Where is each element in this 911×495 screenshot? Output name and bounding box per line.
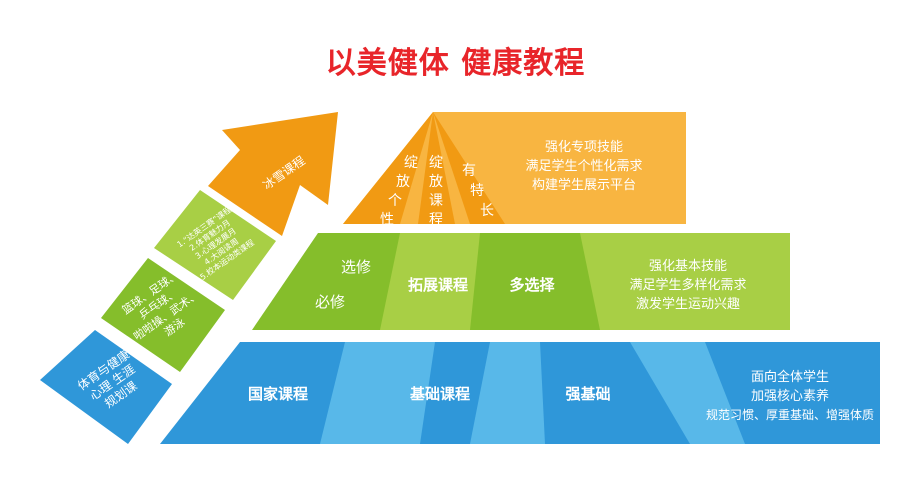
top-label-1-char-1: 绽 xyxy=(404,155,418,171)
top-label-3-char-2: 特 xyxy=(470,183,484,199)
top-label-2-char-2: 放 xyxy=(429,174,443,190)
top-label-2-char-4: 程 xyxy=(429,212,443,228)
top-label-2-char-3: 课 xyxy=(429,193,443,209)
top-desc-line-2: 满足学生个性化需求 xyxy=(525,158,642,174)
top-label-3-char-3: 长 xyxy=(480,203,494,219)
middle-course-label: 拓展课程 xyxy=(408,276,468,294)
top-tier-fan-1 xyxy=(343,112,433,224)
bottom-national-label: 国家课程 xyxy=(248,385,308,403)
bottom-tier-labels: 国家课程 基础课程 强基础 面向全体学生 加强核心素养 规范习惯、厚重基础、增强… xyxy=(248,369,874,422)
top-tier-fan-2 xyxy=(418,112,455,224)
bottom-desc-line-3: 规范习惯、厚重基础、增强体质 xyxy=(706,407,874,422)
top-label-2-char-1: 绽 xyxy=(429,155,443,171)
top-tier-labels: 绽 放 个 性 绽 放 课 程 有 特 长 强化专项技能 满足学生个性化需求 构… xyxy=(380,140,643,228)
top-tier-fan-3 xyxy=(433,112,505,224)
top-label-1-char-3: 个 xyxy=(388,193,402,209)
middle-desc-line-1: 强化基本技能 xyxy=(649,259,727,274)
page-title: 以美健体 健康教程 xyxy=(325,46,586,81)
top-label-3-char-1: 有 xyxy=(462,163,476,179)
bottom-tier-band-1 xyxy=(320,342,435,444)
arrow-step-4-shape xyxy=(208,112,338,236)
middle-required-label: 必修 xyxy=(315,293,345,311)
arrow-step-2-shape xyxy=(101,258,225,372)
bottom-desc-line-2: 加强核心素养 xyxy=(751,388,829,404)
top-tier xyxy=(343,112,686,224)
middle-tier-band-1 xyxy=(380,233,480,330)
middle-tier xyxy=(252,233,790,330)
bottom-basic-label: 基础课程 xyxy=(409,385,470,403)
middle-tier-labels: 选修 必修 拓展课程 多选择 强化基本技能 满足学生多样化需求 激发学生运动兴趣 xyxy=(315,258,747,312)
top-desc-line-3: 构建学生展示平台 xyxy=(532,177,636,193)
top-label-3: 有 特 长 xyxy=(462,163,494,219)
middle-desc-line-2: 满足学生多样化需求 xyxy=(629,277,746,293)
top-desc-line-1: 强化专项技能 xyxy=(545,140,623,155)
arrow-step-1-shape xyxy=(40,330,172,444)
arrow-step-3-shape xyxy=(154,190,276,300)
middle-choice-label: 多选择 xyxy=(509,276,555,294)
top-label-1-char-4: 性 xyxy=(380,212,394,228)
top-label-1: 绽 放 个 性 xyxy=(380,155,418,228)
middle-elective-label: 选修 xyxy=(341,258,371,276)
top-label-2: 绽 放 课 程 xyxy=(429,155,443,228)
bottom-tier xyxy=(160,342,880,444)
bottom-desc-line-1: 面向全体学生 xyxy=(751,369,829,385)
middle-tier-band-2 xyxy=(580,233,790,330)
top-label-1-char-2: 放 xyxy=(396,174,410,190)
middle-desc-line-3: 激发学生运动兴趣 xyxy=(636,296,740,312)
growth-arrow xyxy=(40,112,338,444)
bottom-foundation-label: 强基础 xyxy=(565,385,610,403)
bottom-tier-band-3 xyxy=(630,342,745,444)
bottom-tier-band-2 xyxy=(470,342,545,444)
